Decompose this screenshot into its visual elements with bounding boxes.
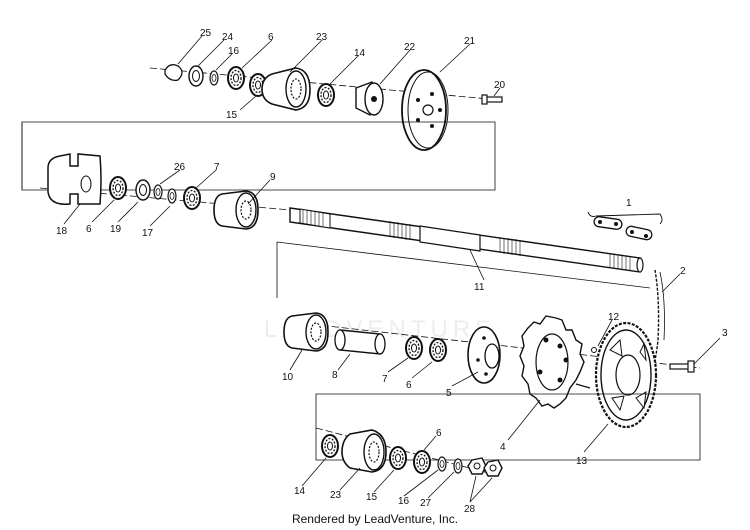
callout-12: 12 [608, 312, 620, 323]
spacer-8 [334, 329, 386, 355]
bearing-14 [317, 83, 335, 107]
washer-27 [453, 458, 463, 474]
callout-15-low: 15 [366, 492, 378, 503]
footer-credit: Rendered by LeadVenture, Inc. [291, 512, 459, 526]
callout-3: 3 [722, 328, 728, 339]
upper-hub-assembly [149, 64, 503, 151]
leader-lines [63, 35, 721, 503]
callout-28: 28 [464, 504, 476, 515]
bearing-7-mid [183, 186, 201, 210]
callout-10: 10 [282, 372, 294, 383]
callout-8: 8 [332, 370, 338, 381]
callout-6: 6 [268, 32, 274, 43]
callout-7-low: 7 [382, 374, 388, 385]
carrier-9 [213, 190, 259, 230]
carrier-sprocket-assembly [276, 241, 701, 429]
sprocket-13 [594, 321, 658, 429]
bearing-6-mid [109, 176, 127, 200]
callout-1: 1 [626, 198, 632, 209]
lower-hub-assembly [315, 393, 701, 477]
bolt-3 [669, 360, 695, 373]
callout-23: 23 [316, 32, 328, 43]
callout-18: 18 [56, 226, 68, 237]
bearing-14-low [321, 434, 339, 458]
callout-26: 26 [174, 162, 186, 173]
callout-17: 17 [142, 228, 154, 239]
drive-chain-2 [649, 269, 665, 381]
callout-11: 11 [474, 282, 485, 293]
bearing-7-low [405, 336, 423, 360]
callout-4: 4 [500, 442, 506, 453]
callout-6-mid: 6 [86, 224, 92, 235]
hub-22 [355, 81, 384, 116]
seal-25 [164, 64, 183, 82]
disc-21 [401, 69, 449, 151]
sprocket-hub-5 [467, 326, 501, 384]
washer-26 [153, 184, 163, 200]
axle-shaft-11 [289, 207, 644, 273]
callout-5: 5 [446, 388, 452, 399]
callout-16-low: 16 [398, 496, 410, 507]
middle-bearing-assembly [21, 121, 496, 230]
callout-27: 27 [420, 498, 432, 509]
callout-6-low: 6 [406, 380, 412, 391]
seal-19 [135, 179, 151, 201]
callout-19: 19 [110, 224, 122, 235]
callout-25: 25 [200, 28, 212, 39]
callout-22: 22 [404, 42, 416, 53]
callout-7: 7 [214, 162, 220, 173]
chain-link-1 [587, 211, 663, 241]
oring-16 [209, 70, 219, 86]
callout-16: 16 [228, 46, 240, 57]
callout-6-bottom: 6 [436, 428, 442, 439]
carrier-10 [283, 312, 329, 352]
callout-20: 20 [494, 80, 506, 91]
callout-2: 2 [680, 266, 686, 277]
plate-18 [47, 153, 102, 205]
callout-24: 24 [222, 32, 234, 43]
callout-14: 14 [354, 48, 366, 59]
sprocket-4 [519, 315, 597, 409]
callout-15: 15 [226, 110, 238, 121]
washer-17 [167, 188, 177, 204]
callout-21: 21 [464, 36, 476, 47]
hub-housing-23 [261, 67, 311, 111]
bearing-15-low [389, 446, 407, 470]
bearing-6-bottom [413, 450, 431, 474]
callout-23-low: 23 [330, 490, 342, 501]
callout-13: 13 [576, 456, 588, 467]
callout-labels: 25 24 16 6 23 14 22 21 15 20 26 7 9 18 6… [56, 28, 728, 515]
hub-housing-23-low [341, 429, 387, 473]
nuts-28 [467, 457, 503, 477]
oring-16-low [437, 456, 447, 472]
callout-9: 9 [270, 172, 276, 183]
bearing-6 [227, 66, 245, 90]
seal-24 [188, 65, 204, 87]
bolt-20 [481, 94, 503, 105]
callout-14-low: 14 [294, 486, 306, 497]
bearing-6-low [429, 338, 447, 362]
